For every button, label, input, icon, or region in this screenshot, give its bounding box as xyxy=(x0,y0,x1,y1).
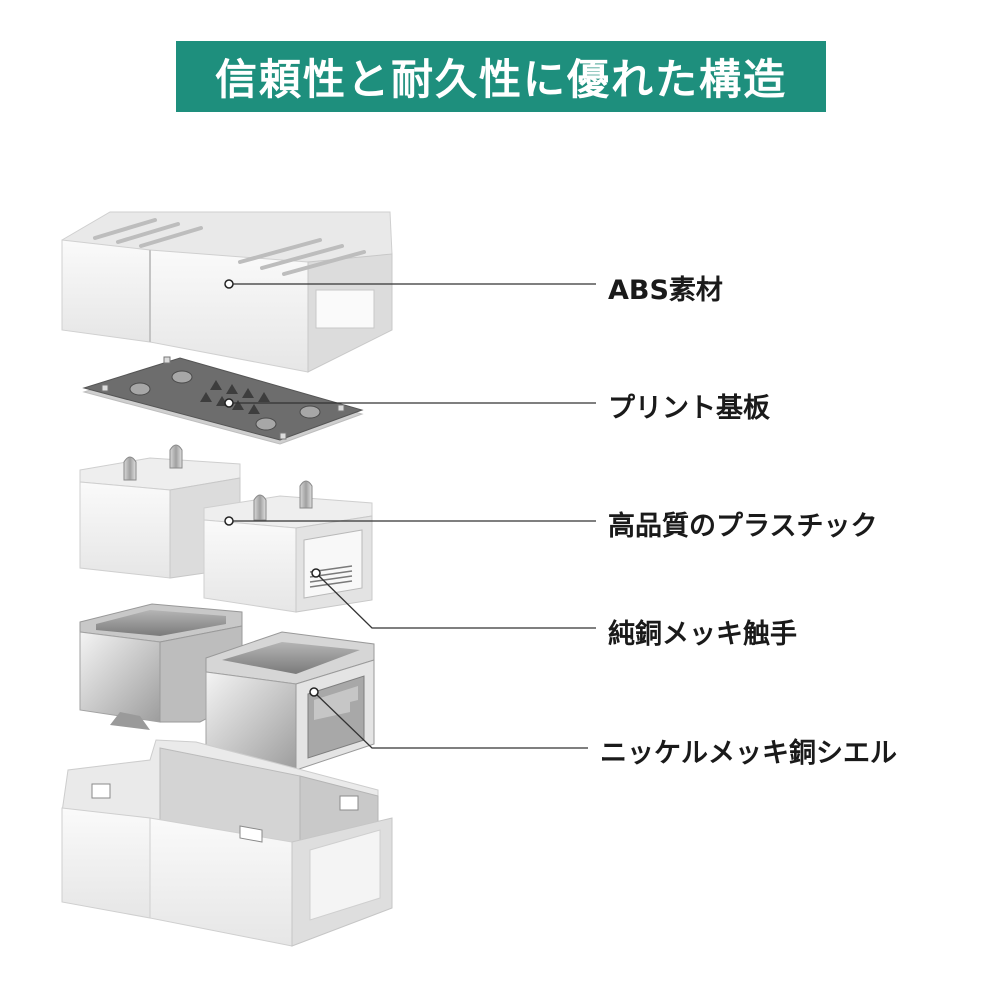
marker-dot-abs xyxy=(224,279,234,289)
plastic-inner-blocks xyxy=(79,444,373,613)
callout-plastic: 高品質のプラスチック xyxy=(608,511,878,542)
page-title: 信頼性と耐久性に優れた構造 xyxy=(214,55,787,104)
pcb-board xyxy=(82,356,364,445)
leader-line-contact xyxy=(317,574,596,629)
bottom-housing xyxy=(61,739,393,947)
abs-top-housing xyxy=(61,211,393,373)
leader-line-shell xyxy=(315,693,588,749)
callout-abs: ABS素材 xyxy=(608,275,723,306)
title-banner: 信頼性と耐久性に優れた構造 xyxy=(176,41,826,112)
marker-dot-plastic xyxy=(224,516,234,526)
marker-dot-shell xyxy=(309,687,319,697)
marker-dot-contact xyxy=(311,568,321,578)
callout-pcb: プリント基板 xyxy=(608,393,770,424)
marker-dot-pcb xyxy=(224,398,234,408)
callout-shell: ニッケルメッキ銅シエル xyxy=(600,738,897,769)
callout-contact: 純銅メッキ触手 xyxy=(608,619,797,650)
